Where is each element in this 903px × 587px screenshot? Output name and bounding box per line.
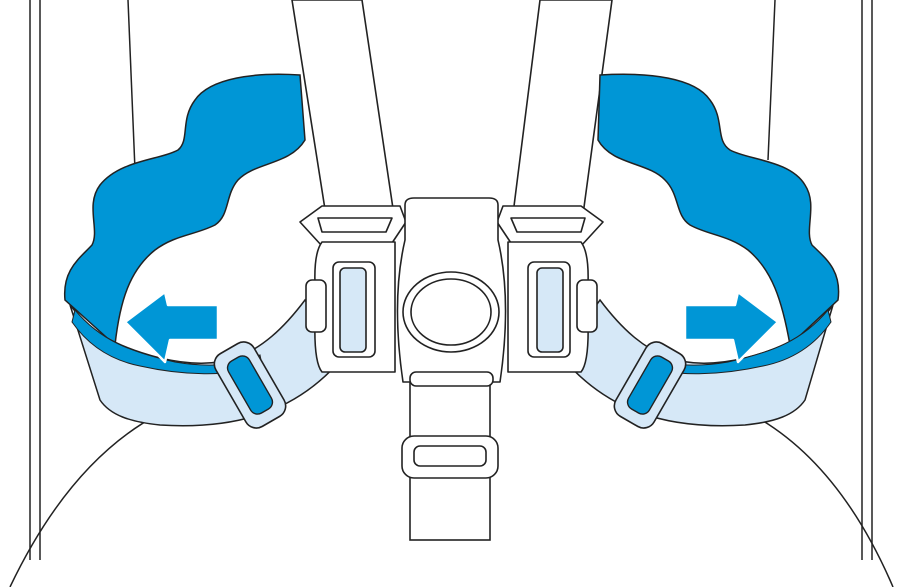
crotch-strap-icon <box>402 378 498 540</box>
chest-buckle-icon <box>300 198 603 386</box>
crotch-strap-slider-slot <box>414 446 486 466</box>
buckle-bottom-slot <box>410 372 493 386</box>
left-release-tab <box>306 280 326 332</box>
right-fold-arrow <box>685 292 778 362</box>
seat-curve-right <box>720 400 893 587</box>
left-tongue-window <box>340 268 366 352</box>
seat-back-left-edge <box>128 0 135 170</box>
waist-pad-icon-right <box>560 74 839 425</box>
right-strap-loop-slot <box>511 218 585 232</box>
seat-curve-left <box>10 400 190 587</box>
left-strap-loop-slot <box>318 218 392 232</box>
right-tongue-window <box>537 268 563 352</box>
seat-back-right-edge <box>768 0 775 160</box>
shoulder-strap-icon <box>292 0 612 222</box>
waist-pad-icon <box>65 74 345 425</box>
right-shoulder-strap <box>512 0 612 222</box>
left-shoulder-strap <box>292 0 395 222</box>
right-release-tab <box>577 280 597 332</box>
center-release-button <box>411 279 491 345</box>
